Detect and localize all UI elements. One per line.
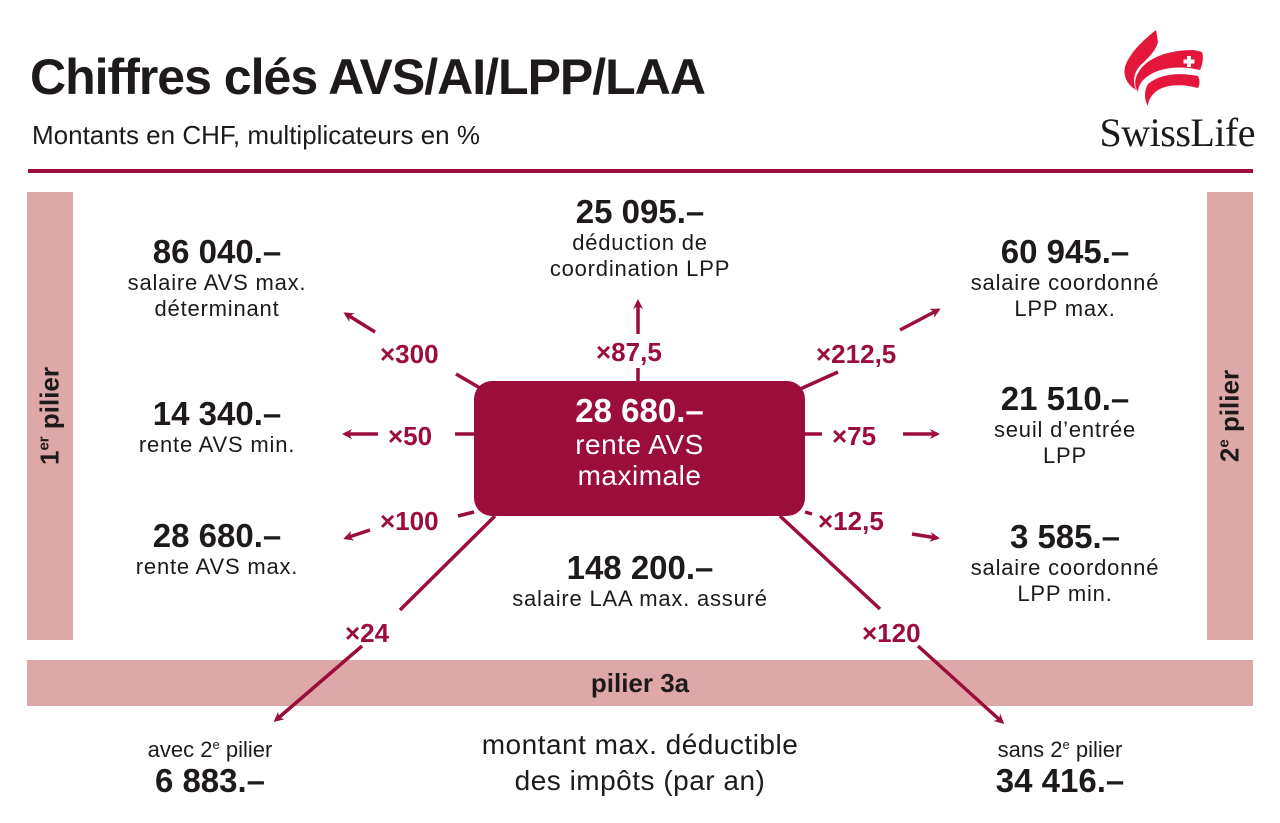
node-label: salaire coordonné xyxy=(970,555,1160,580)
node-label: sans 2e pilier xyxy=(997,737,1123,762)
node-lpp-min-coordinated-salary: 3 585.– salaire coordonné LPP min. xyxy=(935,519,1195,607)
node-label: coordination LPP xyxy=(549,256,731,281)
node-label: LPP max. xyxy=(1014,296,1116,321)
center-max-avs-pension: 28 680.– rente AVS maximale xyxy=(474,381,805,516)
node-label: déterminant xyxy=(154,296,280,321)
header-divider xyxy=(28,169,1253,173)
brand-name: SwissLife xyxy=(1099,110,1256,155)
node-label: rente AVS min. xyxy=(138,432,296,457)
node-value: 25 095.– xyxy=(575,193,705,230)
second-pillar-label: 2e pilier xyxy=(1214,369,1245,463)
page-title: Chiffres clés AVS/AI/LPP/LAA xyxy=(30,49,706,105)
node-label: déduction de xyxy=(572,230,708,255)
node-lpp-entry-threshold: 21 510.– seuil d’entrée LPP xyxy=(935,381,1195,469)
node-label: salaire LAA max. assuré xyxy=(512,586,768,611)
multiplier-top-left: ×300 xyxy=(380,339,439,369)
second-pillar-band: 2e pilier xyxy=(1207,192,1253,640)
first-pillar-label: 1er pilier xyxy=(34,366,65,466)
description-line: montant max. déductible xyxy=(481,729,799,760)
node-lpp-max-coordinated-salary: 60 945.– salaire coordonné LPP max. xyxy=(935,234,1195,322)
node-value: 21 510.– xyxy=(1000,380,1130,417)
node-value: 28 680.– xyxy=(152,517,282,554)
center-label-2: maximale xyxy=(577,460,702,491)
node-label: salaire AVS max. xyxy=(127,270,307,295)
node-3a-without-second-pillar: sans 2e pilier 34 416.– xyxy=(960,732,1160,799)
multiplier-3a-left: ×24 xyxy=(345,618,390,648)
node-label: LPP min. xyxy=(1017,581,1113,606)
swisslife-flag-icon xyxy=(1124,30,1203,106)
node-coordination-deduction: 25 095.– déduction de coordination LPP xyxy=(490,194,790,282)
node-avs-max-pension: 28 680.– rente AVS max. xyxy=(92,518,342,580)
pillar-3a-label: pilier 3a xyxy=(590,668,690,698)
node-label: LPP xyxy=(1043,443,1087,468)
multiplier-low-left: ×100 xyxy=(380,506,439,536)
node-label: seuil d’entrée xyxy=(993,417,1137,442)
node-3a-with-second-pillar: avec 2e pilier 6 883.– xyxy=(110,732,310,799)
pillar-3a-description: montant max. déductible des impôts (par … xyxy=(400,727,880,799)
node-laa-max-insured-salary: 148 200.– salaire LAA max. assuré xyxy=(460,550,820,612)
multiplier-mid-right: ×75 xyxy=(832,421,877,451)
node-value: 60 945.– xyxy=(1000,233,1130,270)
node-value: 6 883.– xyxy=(154,762,266,799)
multiplier-3a-right: ×120 xyxy=(862,618,921,648)
pillar-3a-band: pilier 3a xyxy=(27,660,1253,706)
node-value: 148 200.– xyxy=(566,549,714,586)
center-value: 28 680.– xyxy=(575,392,704,429)
first-pillar-band: 1er pilier xyxy=(27,192,73,640)
multiplier-top: ×87,5 xyxy=(596,337,662,367)
node-label: avec 2e pilier xyxy=(147,737,273,762)
description-line: des impôts (par an) xyxy=(514,765,766,796)
center-label-1: rente AVS xyxy=(575,429,704,460)
multiplier-mid-left: ×50 xyxy=(388,421,433,451)
node-value: 14 340.– xyxy=(152,395,282,432)
node-value: 3 585.– xyxy=(1009,518,1121,555)
node-label: salaire coordonné xyxy=(970,270,1160,295)
node-value: 86 040.– xyxy=(152,233,282,270)
multiplier-top-right: ×212,5 xyxy=(816,339,897,369)
swisslife-logo: SwissLife xyxy=(1100,28,1256,158)
node-value: 34 416.– xyxy=(995,762,1125,799)
node-avs-min-pension: 14 340.– rente AVS min. xyxy=(92,396,342,458)
node-avs-max-salary: 86 040.– salaire AVS max. déterminant xyxy=(92,234,342,322)
node-label: rente AVS max. xyxy=(135,554,299,579)
page-subtitle: Montants en CHF, multiplicateurs en % xyxy=(32,120,480,150)
multiplier-low-right: ×12,5 xyxy=(818,506,884,536)
